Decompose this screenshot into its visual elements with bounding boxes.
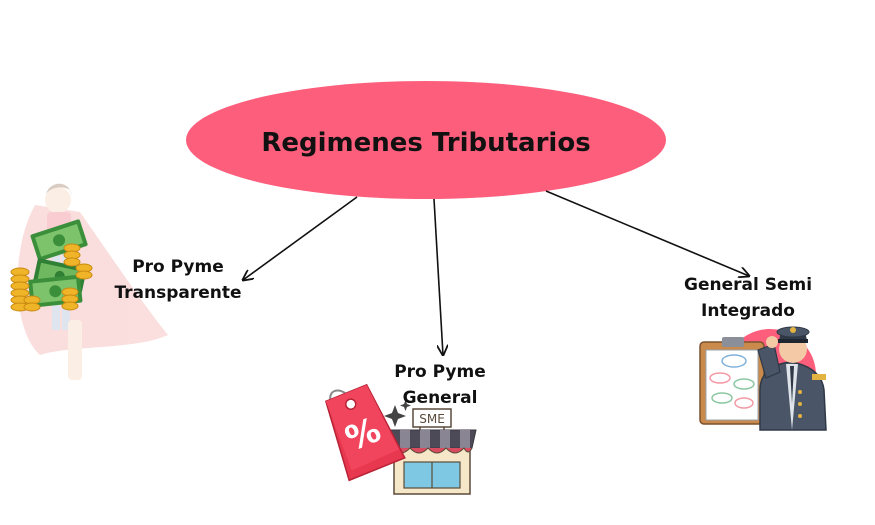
officer-clipboard-icon	[699, 326, 827, 431]
node-general-semi-integrado: General Semi Integrado	[678, 272, 818, 324]
node-pro-pyme-general-line2: General	[402, 388, 478, 408]
superhero-money-icon	[10, 183, 168, 380]
edge-to-pro-pyme-transparente	[243, 196, 358, 280]
node-general-semi-integrado-line2: Integrado	[701, 301, 795, 321]
edge-to-pro-pyme-general	[433, 198, 443, 355]
central-node-label: Regimenes Tributarios	[261, 128, 591, 158]
node-pro-pyme-transparente-line1: Pro Pyme	[132, 257, 224, 277]
node-pro-pyme-general-line1: Pro Pyme	[394, 362, 486, 382]
edge-to-general-semi-integrado	[545, 190, 749, 276]
central-node-ellipse	[186, 81, 666, 199]
node-general-semi-integrado-line1: General Semi	[683, 275, 813, 295]
shop-sign-text: SME	[419, 412, 445, 426]
node-pro-pyme-transparente: Pro Pyme Transparente	[108, 254, 248, 306]
node-pro-pyme-general: Pro Pyme General	[380, 359, 500, 411]
sme-shop-discount-icon: SME %	[324, 383, 477, 495]
node-pro-pyme-transparente-line2: Transparente	[114, 283, 242, 303]
